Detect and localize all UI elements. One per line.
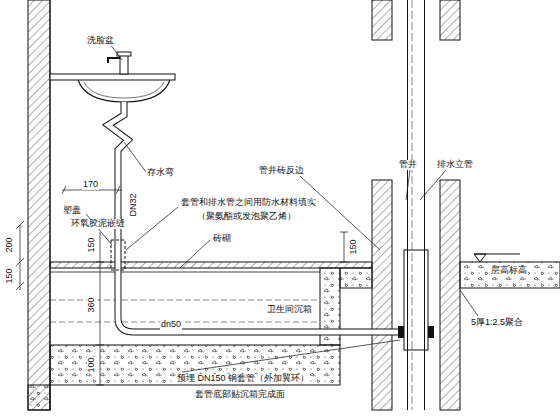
annotation-label: 170	[82, 180, 99, 190]
annotation-label: （聚氨酯或发泡聚乙烯）	[196, 212, 297, 222]
annotation-label: 层高标高	[490, 266, 528, 276]
annotation-label: 砖砌	[212, 234, 232, 244]
annotation-label: 100	[87, 356, 97, 373]
annotation-label: dn50	[160, 320, 182, 330]
annotation-label: 套管底部贴沉箱完成面	[194, 390, 286, 400]
annotation-label: 塑盖	[62, 206, 82, 216]
annotation-label: 管井	[398, 160, 418, 170]
annotation-label: 套管和排水管之间用防水材料填实	[180, 198, 317, 208]
annotation-label: 环氧胶泥嵌缝	[70, 219, 126, 229]
annotation-label: 排水立管	[436, 160, 474, 170]
annotation-label: 预埋 DN150 钢套管（外加翼环）	[176, 374, 310, 384]
annotation-label: 360	[87, 296, 97, 313]
annotation-label: 存水弯	[146, 168, 175, 178]
annotation-label: 150	[87, 236, 97, 253]
annotation-label: 150	[5, 267, 15, 284]
annotation-label: 200	[5, 236, 15, 253]
annotation-label: 管井砖反边	[258, 166, 305, 176]
annotation-label: 150	[349, 238, 359, 255]
annotation-label: 洗脸盆	[86, 36, 115, 46]
annotation-label: 卫生间沉箱	[266, 305, 313, 315]
annotation-label: DN32	[129, 192, 139, 217]
annotation-label: 5厚1:2.5聚合	[470, 318, 524, 328]
